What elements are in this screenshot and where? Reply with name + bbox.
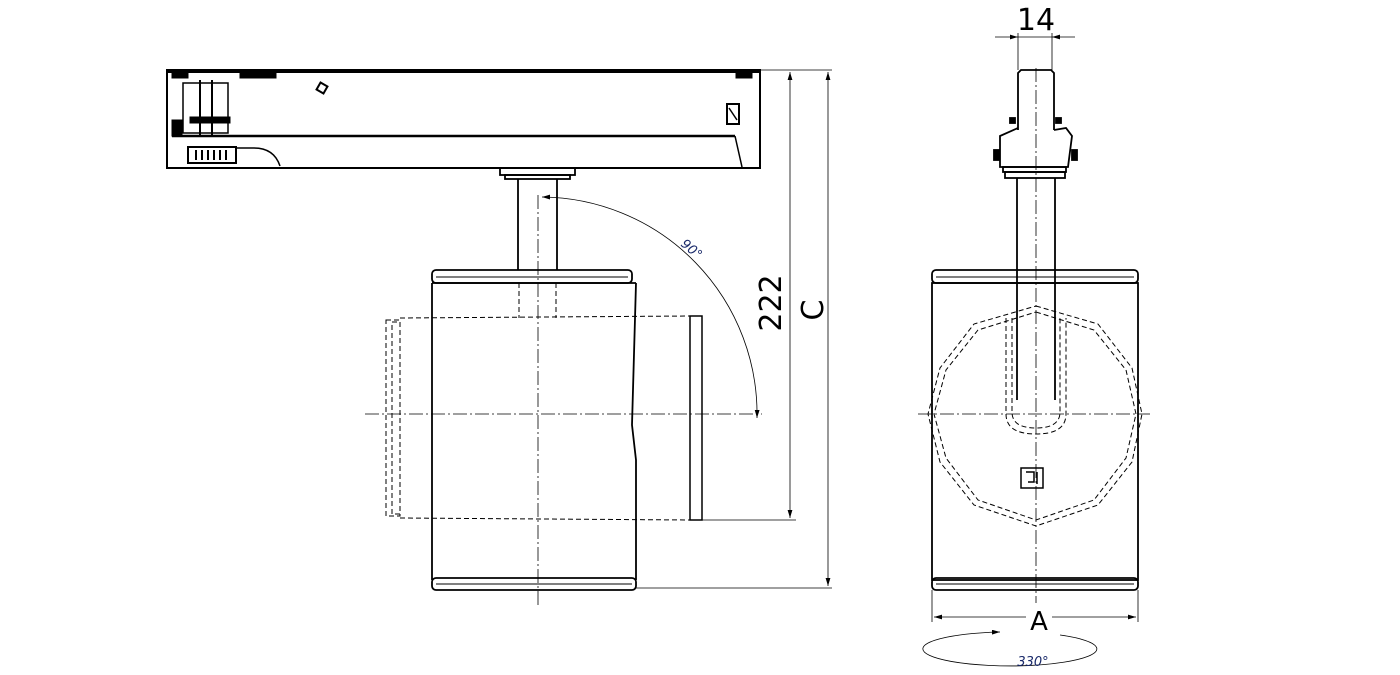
body-width-label: A	[1030, 607, 1048, 637]
front-adapter	[993, 69, 1078, 179]
front-stem	[1016, 178, 1056, 400]
lamp-body-front	[931, 269, 1139, 591]
height-total-label: C	[796, 300, 831, 321]
tilt-arc	[541, 194, 760, 419]
track-adapter-housing	[166, 69, 761, 169]
height-side-label: 222	[754, 274, 789, 331]
lamp-body-side	[431, 269, 637, 591]
rotation-ellipse	[922, 629, 1098, 667]
label-mask	[1026, 603, 1052, 631]
front-dimensions	[922, 33, 1139, 667]
front-centerlines	[918, 68, 1150, 606]
rotation-envelope-dashed	[927, 305, 1143, 527]
mount-adapter	[499, 167, 576, 180]
logo-mark	[1020, 467, 1044, 489]
lamp-body-rotated-dashed	[385, 283, 703, 521]
rotation-angle-label: 330°	[1017, 655, 1048, 670]
front-view	[918, 68, 1150, 606]
tilt-angle-label: 90°	[677, 237, 704, 263]
adapter-width-label: 14	[1017, 3, 1055, 38]
stem	[517, 179, 558, 270]
side-view	[166, 69, 762, 606]
side-dimensions	[636, 69, 832, 589]
